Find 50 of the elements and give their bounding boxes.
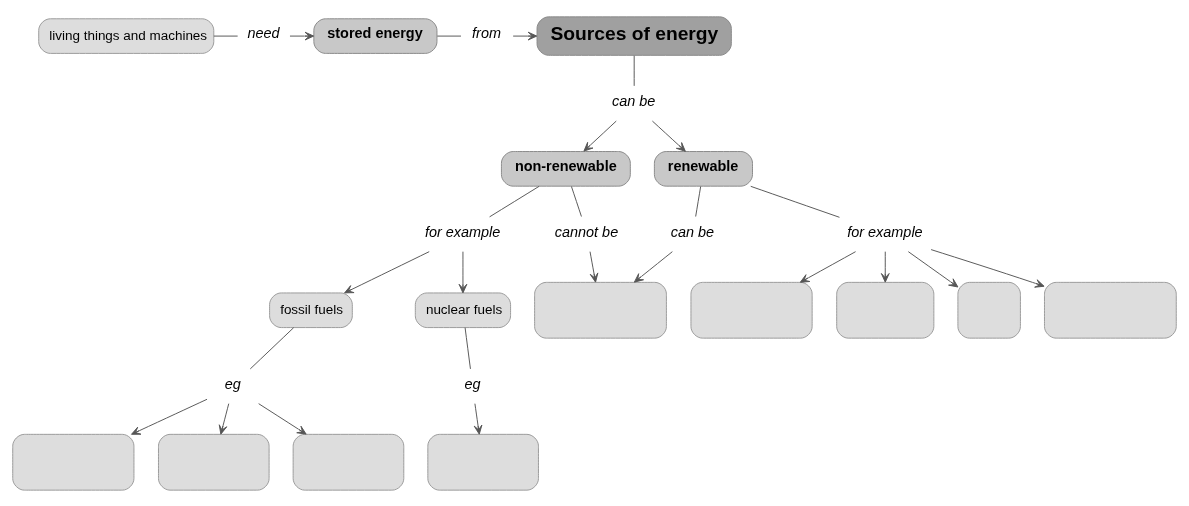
- node-box: nuclear fuels: [414, 291, 512, 328]
- connector: [633, 54, 635, 86]
- node-box: [957, 281, 1021, 339]
- connector: [570, 185, 582, 217]
- node-box: [427, 433, 539, 491]
- arrow: [258, 402, 307, 435]
- arrow: [473, 402, 483, 435]
- node-box: non-renewable: [500, 150, 631, 187]
- node-box: [690, 281, 813, 339]
- connector: [464, 326, 471, 369]
- arrow: [880, 250, 890, 283]
- arrow: [651, 120, 686, 152]
- node-box: fossil fuels: [269, 291, 353, 328]
- arrow: [930, 248, 1045, 288]
- node-text: from: [472, 24, 501, 41]
- node-text: for example: [847, 223, 923, 240]
- node-text: need: [247, 24, 280, 41]
- node-box: [158, 433, 270, 491]
- node-box: [1044, 281, 1177, 339]
- connector: [489, 185, 540, 217]
- connector: [750, 185, 840, 218]
- node-box: [836, 281, 935, 339]
- node-box: [534, 281, 667, 339]
- connector: [695, 185, 702, 217]
- node-box: Sources of energy: [536, 15, 732, 56]
- node-box: stored energy: [313, 17, 438, 54]
- arrow: [131, 398, 208, 435]
- node-box: [292, 433, 405, 491]
- node-text: eg: [224, 375, 241, 392]
- node-box: renewable: [653, 150, 753, 187]
- arrow: [512, 31, 538, 40]
- arrow: [907, 250, 959, 287]
- node-text: can be: [670, 223, 715, 240]
- arrow: [799, 250, 857, 283]
- arrow: [633, 250, 673, 283]
- node-text: for example: [424, 223, 501, 240]
- node-text: cannot be: [554, 223, 619, 240]
- connector: [213, 35, 239, 37]
- node-text: can be: [612, 92, 656, 109]
- arrow: [344, 250, 430, 293]
- arrow: [589, 250, 599, 283]
- connector: [249, 326, 295, 369]
- arrow: [458, 250, 468, 293]
- arrow: [289, 31, 315, 40]
- arrow: [218, 402, 230, 435]
- connector: [436, 35, 462, 37]
- node-box: [12, 433, 135, 491]
- arrow: [583, 120, 617, 152]
- node-text: eg: [464, 375, 481, 392]
- node-box: living things and machines: [38, 17, 215, 54]
